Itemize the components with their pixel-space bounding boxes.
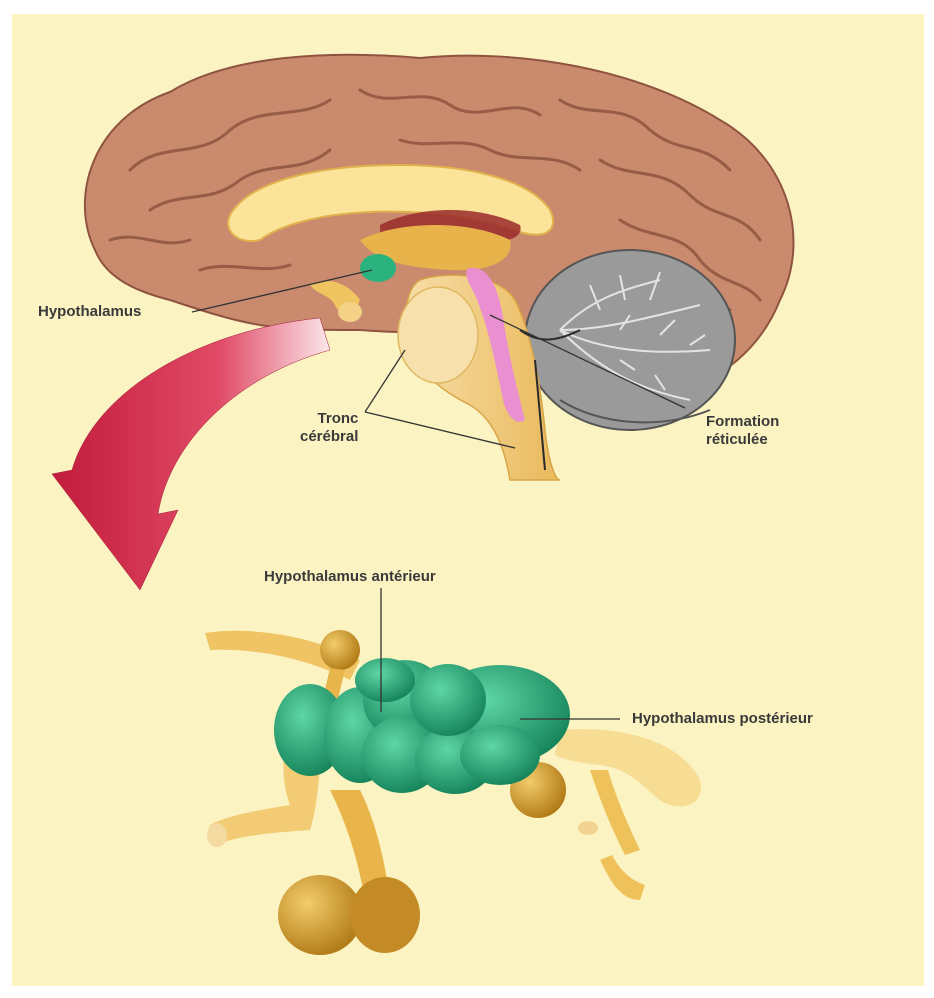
label-hypothalamus: Hypothalamus: [38, 303, 141, 321]
label-formation-reticulee: Formation réticulée: [706, 413, 779, 449]
magnify-arrow: [52, 318, 330, 590]
label-hypothalamus-posterieur: Hypothalamus postérieur: [632, 710, 813, 728]
hypothalamus-nuclei: [274, 658, 570, 794]
label-hypothalamus-anterieur: Hypothalamus antérieur: [264, 568, 436, 586]
hypothalamus-detail: [205, 630, 701, 955]
hypothalamus-region: [360, 254, 396, 282]
cerebellum: [525, 250, 735, 430]
label-tronc-cerebral: Tronc cérébral: [300, 410, 358, 446]
